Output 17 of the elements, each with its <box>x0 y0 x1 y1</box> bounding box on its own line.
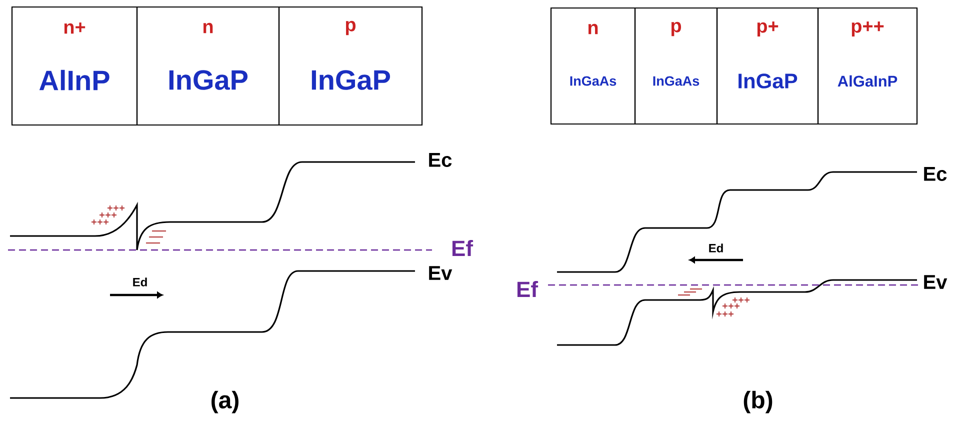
layer-box: p+ InGaP <box>716 7 819 125</box>
layer-box: p InGaP <box>278 6 423 126</box>
layer-box: n+ AlInP <box>11 6 138 126</box>
layer-box: p++ AlGaInP <box>817 7 918 125</box>
fermi-level-label: Ef <box>452 240 474 256</box>
panel-label: (a) <box>212 390 238 414</box>
field-label: Ed <box>709 244 723 252</box>
fermi-level-label: Ef <box>517 281 538 297</box>
layer-box: n InGaP <box>136 6 280 126</box>
band-label: Ev <box>429 266 452 280</box>
layer-box: p InGaAs <box>634 7 718 125</box>
panel-label: (b) <box>744 390 772 414</box>
layer-box: n InGaAs <box>550 7 636 125</box>
field-label: Ed <box>133 278 147 286</box>
band-label: Ec <box>924 167 947 181</box>
band-label: Ev <box>924 275 948 289</box>
band-label: Ec <box>429 153 452 167</box>
